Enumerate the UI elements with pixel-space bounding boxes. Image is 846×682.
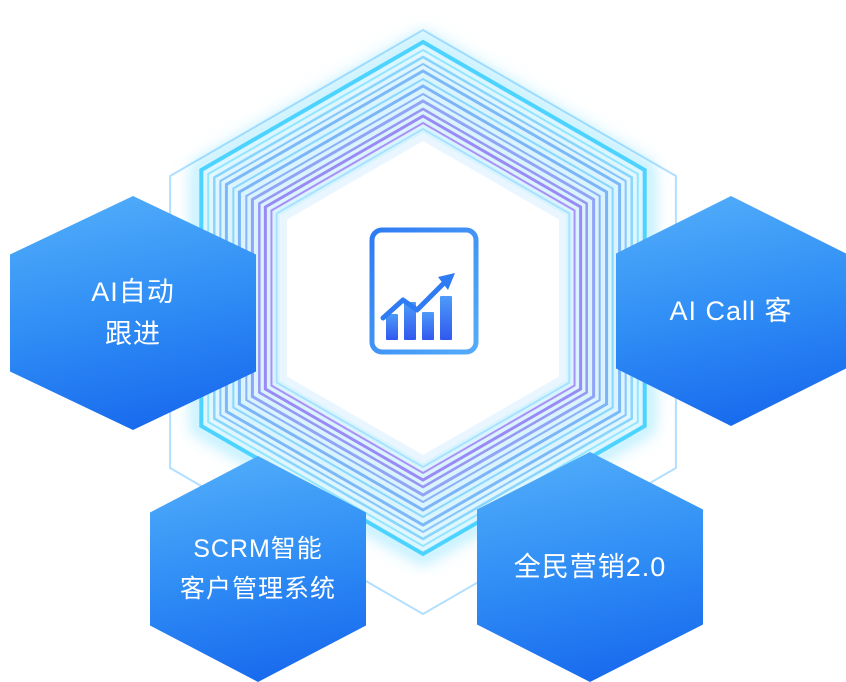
- node-label-line: 客户管理系统: [179, 575, 336, 603]
- report-chart-icon: [369, 227, 479, 355]
- node-label-line: AI Call 客: [669, 296, 793, 326]
- node-label-line: AI自动: [91, 277, 175, 307]
- glow-rings: [191, 30, 655, 566]
- node-label-line: 跟进: [105, 319, 161, 349]
- node-label-line: 全民营销2.0: [513, 552, 667, 582]
- node-ai-auto-follow: AI自动 跟进: [10, 196, 256, 430]
- node-label-line: SCRM智能: [193, 535, 323, 563]
- outer-hexagon-outline: [169, 28, 677, 616]
